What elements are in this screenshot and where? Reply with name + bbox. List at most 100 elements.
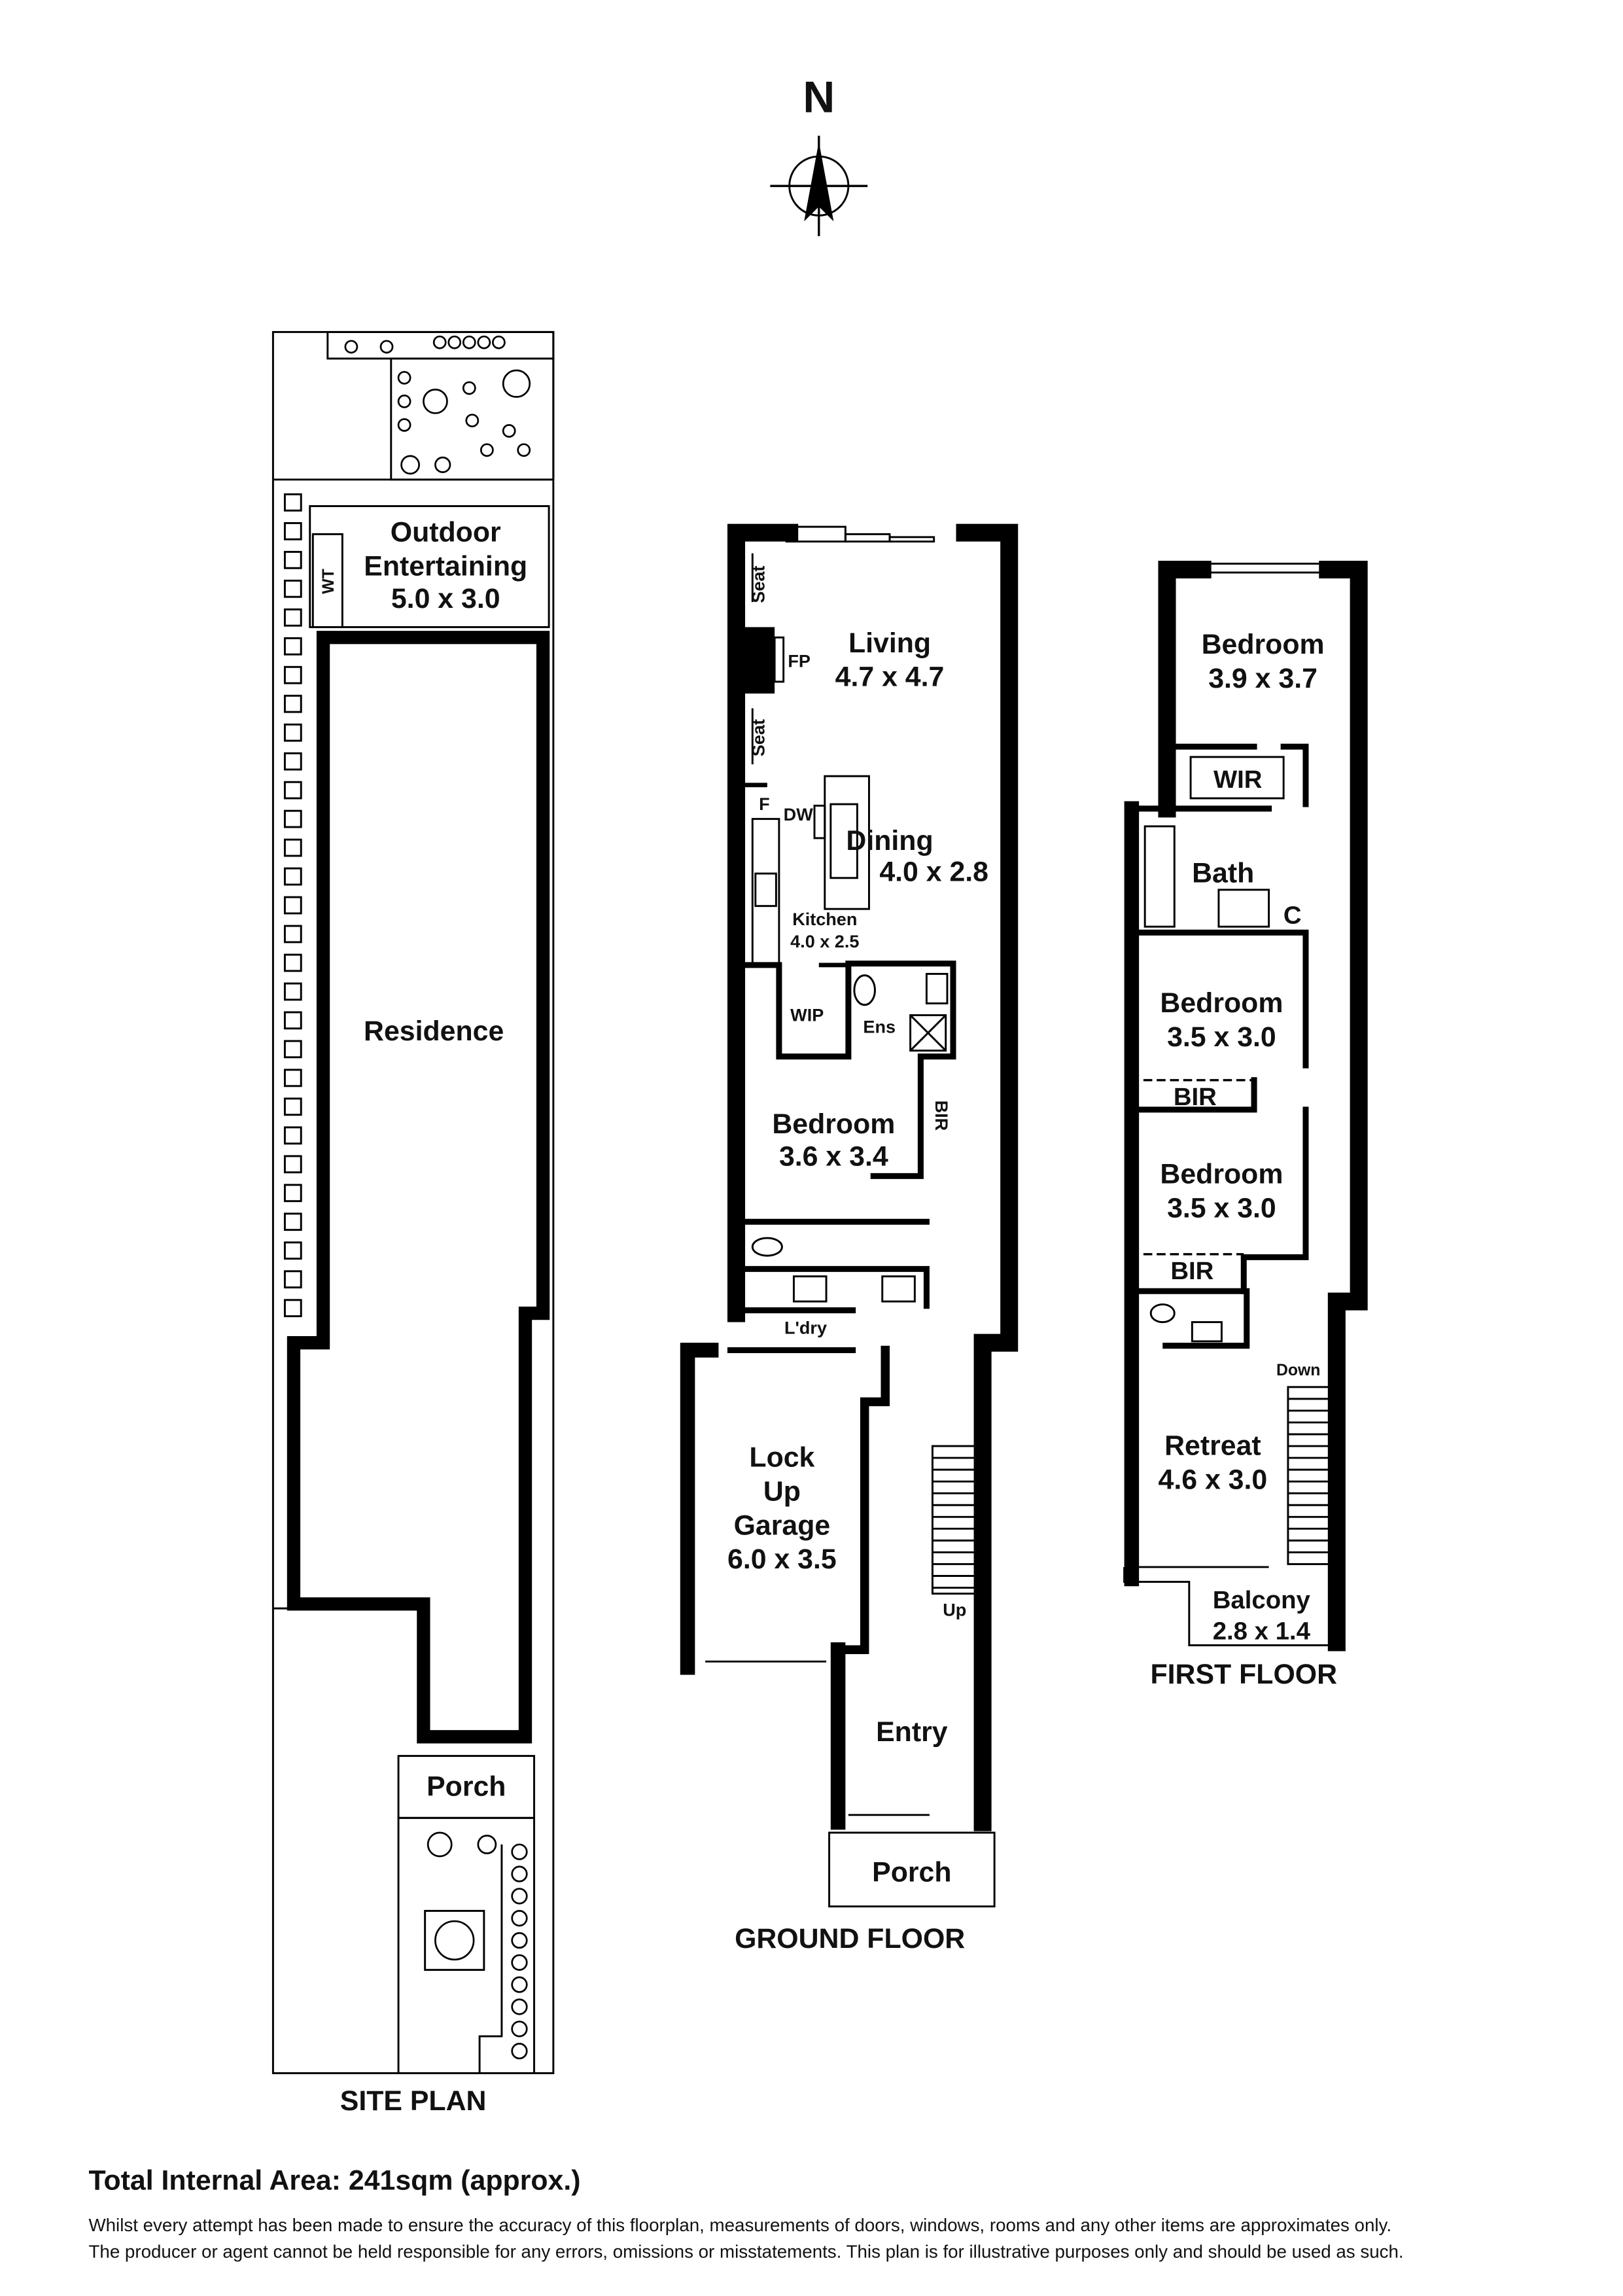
basin-icon (925, 972, 949, 1004)
fence-post (283, 1040, 302, 1059)
outdoor-label-2: Entertaining (364, 551, 527, 582)
kitchen-island (824, 775, 870, 910)
bir-label: BIR (932, 1101, 951, 1131)
shrub-icon (511, 1910, 528, 1927)
shrub-icon (511, 1976, 528, 1993)
garage-label-2: Up (763, 1475, 801, 1507)
shrub-icon (511, 1865, 528, 1882)
shrub-icon (511, 2021, 528, 2038)
north-compass-icon: N (770, 73, 868, 236)
bath-label: Bath (1192, 858, 1254, 889)
fence-post (283, 1069, 302, 1087)
fence-post (283, 1241, 302, 1260)
basin-icon (1191, 1321, 1223, 1343)
bedroom3-size: 3.5 x 3.0 (1167, 1192, 1276, 1224)
bathtub-icon (1143, 825, 1176, 928)
fireplace (737, 627, 775, 694)
site-porch-label: Porch (427, 1771, 506, 1803)
fence-post (283, 1126, 302, 1145)
outdoor-label-1: Outdoor (391, 517, 501, 548)
dining-size: 4.0 x 2.8 (879, 856, 988, 887)
fence-post (283, 1212, 302, 1231)
fence-post (283, 493, 302, 512)
dishwasher-label: DW (784, 805, 814, 824)
disclaimer-line-2: The producer or agent cannot be held res… (88, 2241, 1403, 2261)
shrub-icon (511, 1954, 528, 1971)
total-area: Total Internal Area: 241sqm (approx.) (88, 2165, 580, 2197)
shrub-icon (511, 1932, 528, 1949)
balcony-size: 2.8 x 1.4 (1213, 1617, 1311, 1645)
fp-label: FP (788, 651, 811, 671)
fence-posts (283, 493, 302, 1318)
bedroom2-label: Bedroom (1160, 987, 1283, 1019)
ground-porch-label: Porch (872, 1856, 951, 1888)
fence-post (283, 896, 302, 915)
disclaimer-line-1: Whilst every attempt has been made to en… (88, 2215, 1391, 2235)
fence-post (283, 1184, 302, 1203)
bedroom2-size: 3.5 x 3.0 (1167, 1021, 1276, 1053)
fence-post (283, 867, 302, 886)
fence-post (283, 752, 302, 771)
bedroom-label: Bedroom (772, 1108, 895, 1140)
bedroom-size: 3.6 x 3.4 (779, 1141, 888, 1173)
laundry-label: L'dry (784, 1318, 827, 1338)
site-plan-title: SITE PLAN (340, 2085, 487, 2117)
tree-icon (434, 1920, 475, 1961)
kitchen-label: Kitchen (792, 910, 857, 929)
toilet-icon (751, 1237, 783, 1257)
bedroom1-size: 3.9 x 3.7 (1208, 663, 1318, 694)
fence-post (283, 1299, 302, 1318)
entry-label: Entry (876, 1716, 948, 1748)
stairs (931, 1445, 978, 1595)
cooktop-icon (754, 872, 777, 908)
shrub-icon (511, 2043, 528, 2060)
shower-icon (909, 1014, 947, 1052)
fence-post (283, 1011, 302, 1030)
shrub-icon (511, 1888, 528, 1905)
toilet-icon (853, 974, 876, 1006)
shrub-icon (511, 1998, 528, 2015)
living-label: Living (848, 627, 931, 659)
ensuite-label: Ens (863, 1017, 896, 1037)
fence-post (283, 723, 302, 742)
wir-label: WIR (1213, 766, 1263, 794)
garage-label-3: Garage (734, 1510, 831, 1541)
stairs (1287, 1386, 1334, 1565)
fence-post (283, 694, 302, 713)
stairs-down-label: Down (1276, 1362, 1320, 1379)
hedge-trees-icon (511, 1843, 528, 2060)
garage-size: 6.0 x 3.5 (727, 1544, 837, 1575)
fence-post (283, 781, 302, 800)
fence-post (283, 608, 302, 627)
bir3-label: BIR (1170, 1257, 1213, 1285)
fence-post (283, 838, 302, 857)
bedroom1-label: Bedroom (1202, 629, 1325, 660)
ground-floor-plan: FP Seat Seat F DW Dining 4.0 x 2.8 Livin… (680, 523, 1019, 1954)
wip-label: WIP (790, 1006, 824, 1025)
cupboard-label: C (1283, 902, 1302, 930)
toilet-icon (1149, 1303, 1176, 1324)
fence-post (283, 1097, 302, 1116)
fence-post (283, 953, 302, 972)
residence-label: Residence (364, 1016, 504, 1047)
stairs-up-label: Up (943, 1600, 966, 1619)
first-floor-plan: Bedroom 3.9 x 3.7 WIR Bath C Bedroom 3.5… (1123, 560, 1368, 1690)
laundry-tub-icon (792, 1275, 828, 1303)
balcony-label: Balcony (1213, 1586, 1311, 1614)
north-label: N (803, 73, 835, 122)
first-floor-title: FIRST FLOOR (1151, 1659, 1338, 1690)
garden-trees-icon (344, 335, 531, 475)
fence-post (283, 982, 302, 1001)
fence-post (283, 521, 302, 540)
dining-label: Dining (846, 825, 933, 857)
kitchen-size: 4.0 x 2.5 (790, 932, 859, 951)
shower-icon (1217, 889, 1270, 928)
living-size: 4.7 x 4.7 (835, 662, 945, 693)
retreat-label: Retreat (1164, 1430, 1261, 1462)
basin-icon (881, 1275, 916, 1303)
fence-post (283, 1270, 302, 1289)
bir2-label: BIR (1174, 1083, 1217, 1111)
wt-label: WT (320, 569, 338, 594)
fence-post (283, 1155, 302, 1174)
